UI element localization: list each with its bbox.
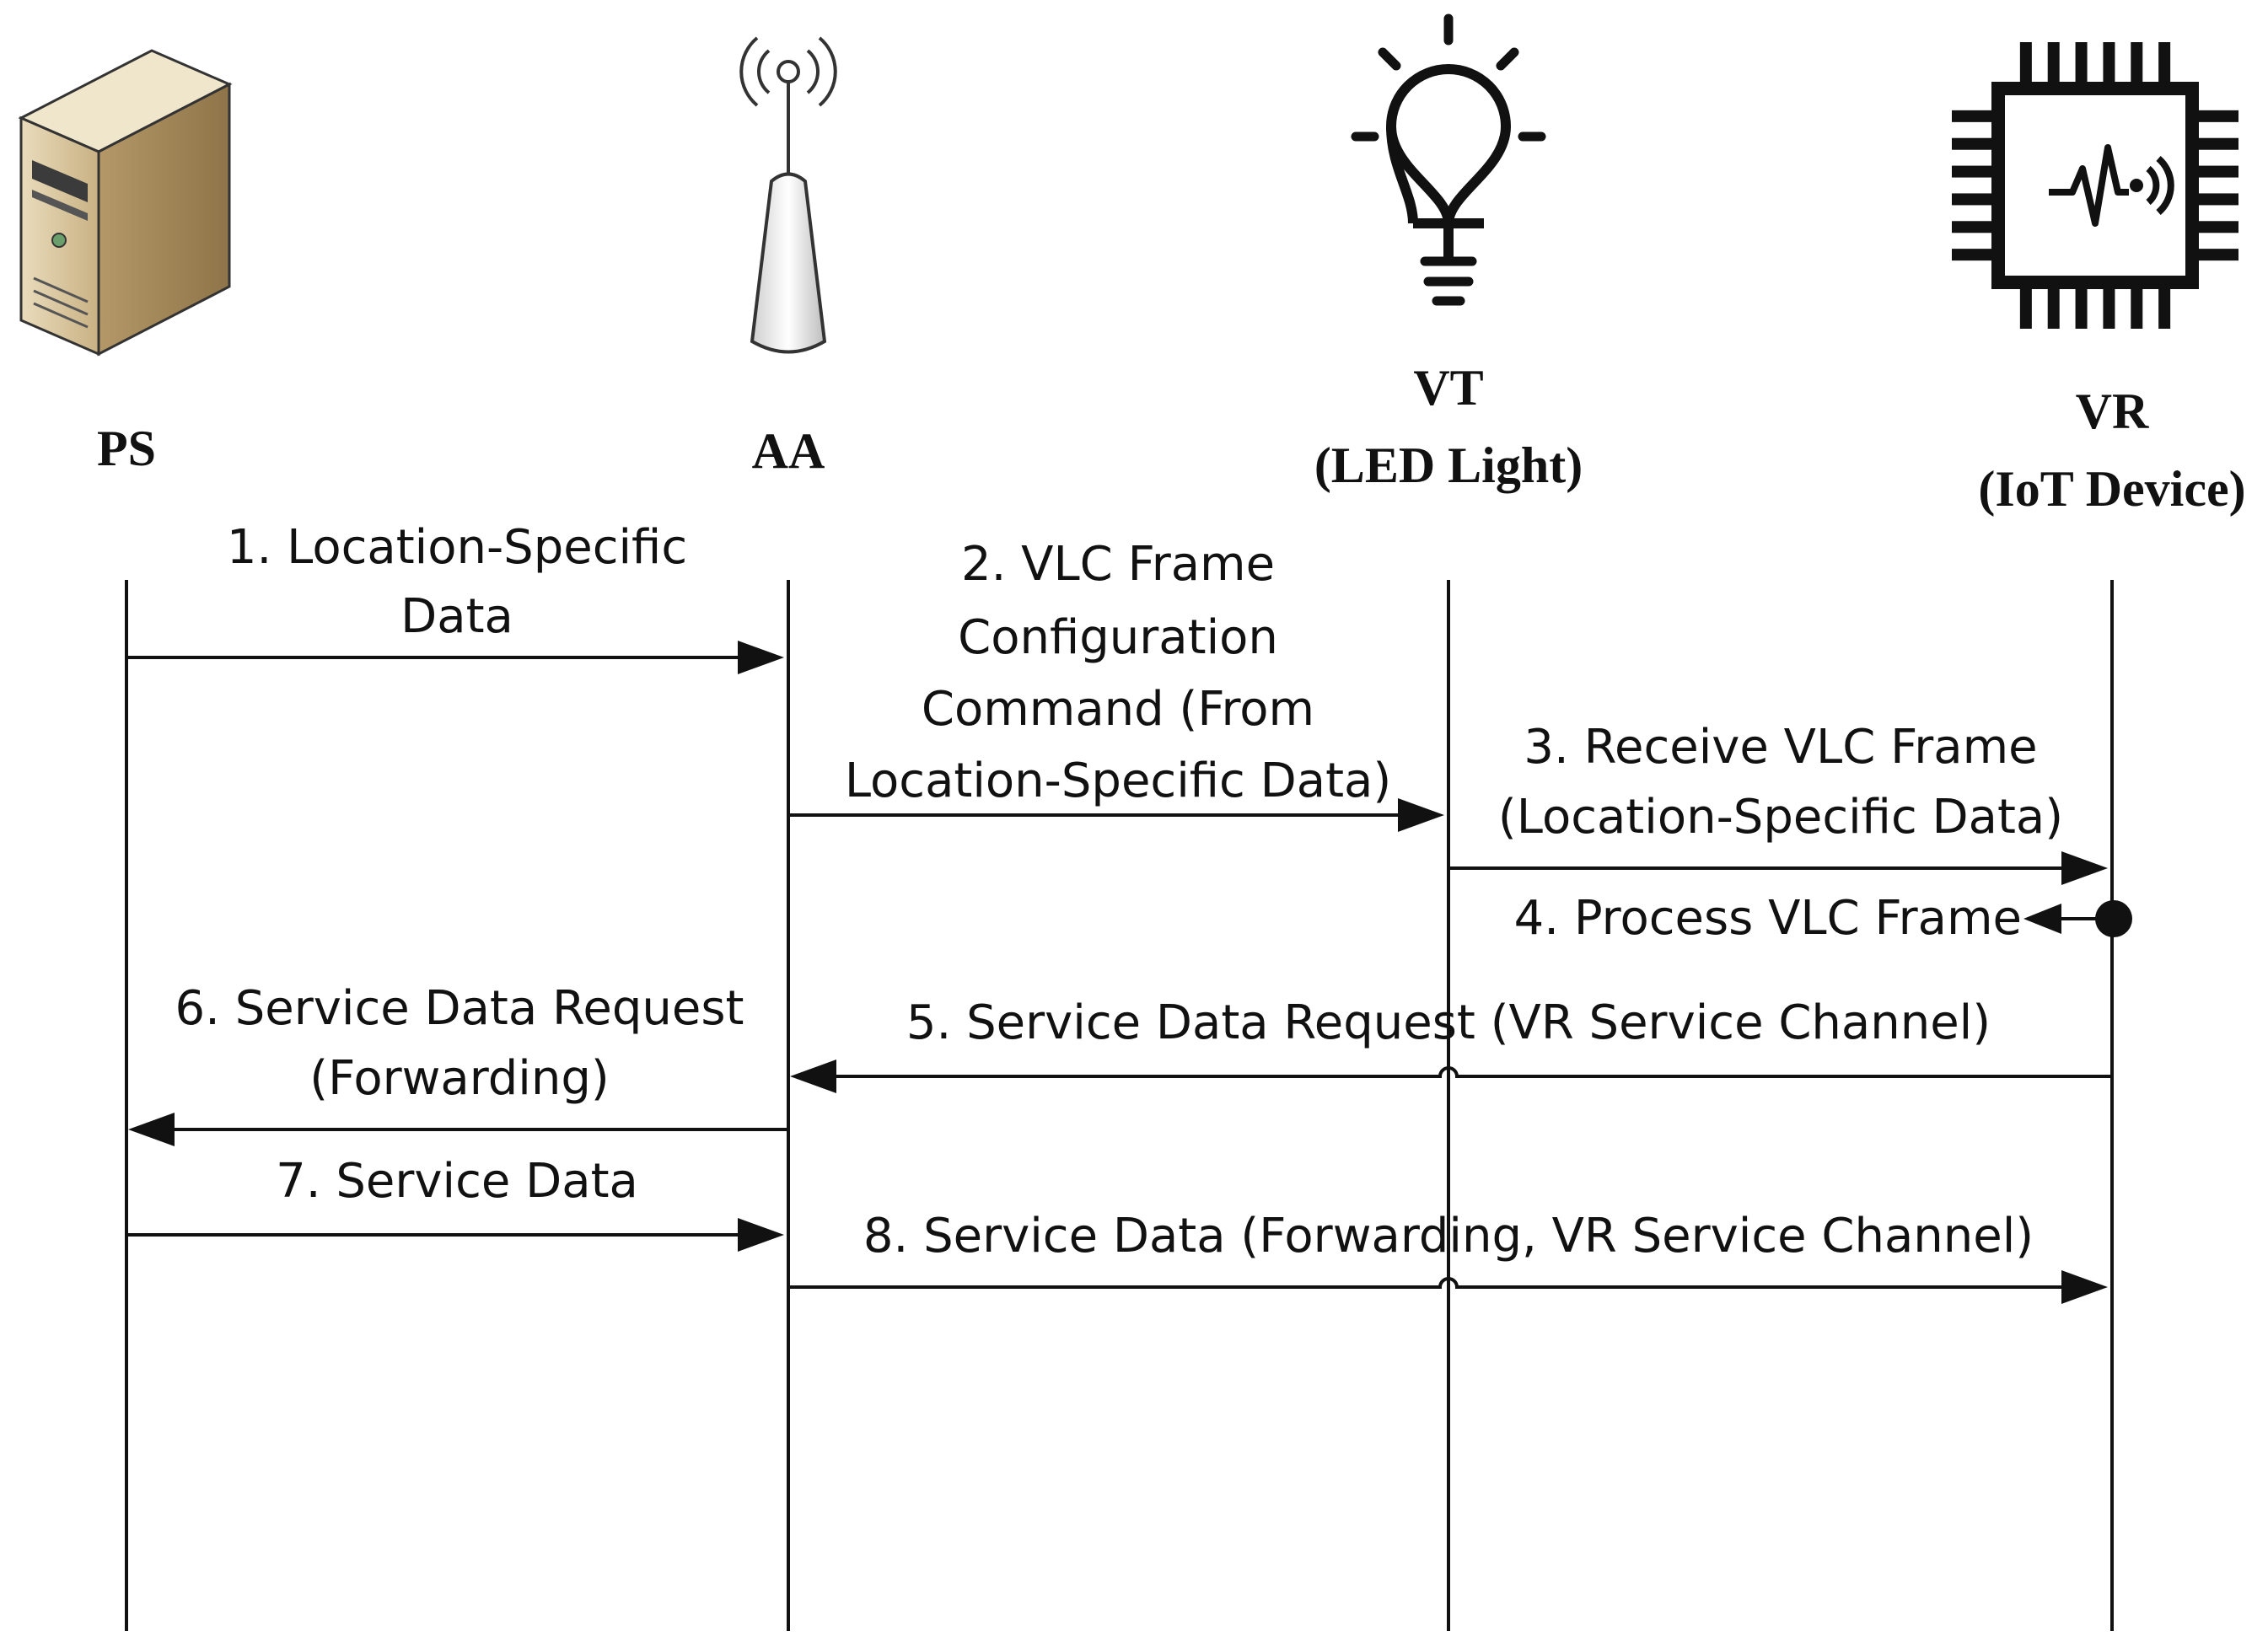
chip-icon: [1952, 42, 2238, 329]
chip-pin: [2158, 282, 2171, 329]
message-6: 6. Service Data Request (Forwarding): [128, 981, 788, 1146]
message-5-arrow: [830, 1066, 2112, 1078]
chip-pin: [1952, 137, 1998, 150]
message-5-label: 5. Service Data Request (VR Service Chan…: [906, 995, 1991, 1050]
chip-pin: [2192, 137, 2238, 150]
chip-pin: [1952, 193, 1998, 206]
antenna-icon: [739, 36, 837, 354]
message-2-label-line-2: Configuration: [958, 610, 1278, 665]
chip-pin: [2047, 42, 2060, 89]
message-8-label: 8. Service Data (Forwarding, VR Service …: [863, 1209, 2034, 1263]
chip-pin: [2075, 282, 2088, 329]
message-5: 5. Service Data Request (VR Service Chan…: [790, 995, 2112, 1093]
message-2: 2. VLC Frame Configuration Command (From…: [788, 537, 1444, 832]
message-3-label-line-2: (Location-Specific Data): [1498, 790, 2063, 845]
chip-pin: [2192, 165, 2238, 178]
message-2-label-line-4: Location-Specific Data): [845, 754, 1391, 808]
chip-pin: [2192, 110, 2238, 122]
message-4-label: 4. Process VLC Frame: [1514, 891, 2022, 946]
message-3-label-line-1: 3. Receive VLC Frame: [1524, 720, 2037, 775]
message-6-arrowhead: [128, 1113, 175, 1146]
actor-subtitle-vr: (IoT Device): [1978, 461, 2245, 517]
message-2-label-line-3: Command (From: [922, 682, 1314, 737]
actor-name-vt: VT: [1413, 360, 1483, 416]
message-7-label: 7. Service Data: [276, 1154, 638, 1209]
chip-pin: [1952, 165, 1998, 178]
message-7: 7. Service Data: [126, 1154, 784, 1252]
chip-pin: [2075, 42, 2088, 89]
actor-name-aa: AA: [752, 423, 825, 479]
message-6-label-line-2: (Forwarding): [309, 1051, 610, 1106]
actor-name-vr: VR: [2076, 384, 2149, 439]
message-2-label-line-1: 2. VLC Frame: [961, 537, 1275, 592]
message-2-arrowhead: [1398, 798, 1444, 832]
chip-pin: [2019, 282, 2032, 329]
chip-pin: [2192, 249, 2238, 261]
chip-pin: [2103, 42, 2115, 89]
message-4-arrowhead: [2023, 904, 2061, 934]
chip-pin: [1952, 249, 1998, 261]
message-1: 1. Location-Specific Data: [126, 520, 784, 674]
message-8-arrowhead: [2061, 1270, 2108, 1304]
message-8: 8. Service Data (Forwarding, VR Service …: [788, 1209, 2108, 1304]
message-4-origin-dot: [2095, 900, 2132, 937]
chip-pin: [2192, 221, 2238, 233]
message-3: 3. Receive VLC Frame (Location-Specific …: [1448, 720, 2108, 885]
message-3-arrowhead: [2061, 851, 2108, 885]
message-1-label-line-2: Data: [400, 589, 513, 644]
message-1-arrowhead: [738, 641, 784, 674]
message-5-arrowhead: [790, 1060, 836, 1093]
chip-pin: [1952, 221, 1998, 233]
actor-subtitle-vt: (LED Light): [1314, 437, 1583, 493]
message-4: 4. Process VLC Frame: [1514, 891, 2132, 946]
message-7-arrowhead: [738, 1218, 784, 1252]
message-1-label-line-1: 1. Location-Specific: [227, 520, 687, 575]
server-icon: [18, 49, 233, 357]
chip-pin: [2131, 42, 2143, 89]
chip-pin: [2131, 282, 2143, 329]
chip-pin: [2192, 193, 2238, 206]
message-8-arrow: [788, 1277, 2063, 1289]
chip-pin: [2103, 282, 2115, 329]
message-6-label-line-1: 6. Service Data Request: [175, 981, 744, 1036]
chip-pin: [1952, 110, 1998, 122]
light-bulb-icon: [1351, 13, 1546, 306]
actor-name-ps: PS: [97, 421, 156, 476]
chip-pin: [2158, 42, 2171, 89]
chip-pin: [2019, 42, 2032, 89]
chip-pin: [2047, 282, 2060, 329]
